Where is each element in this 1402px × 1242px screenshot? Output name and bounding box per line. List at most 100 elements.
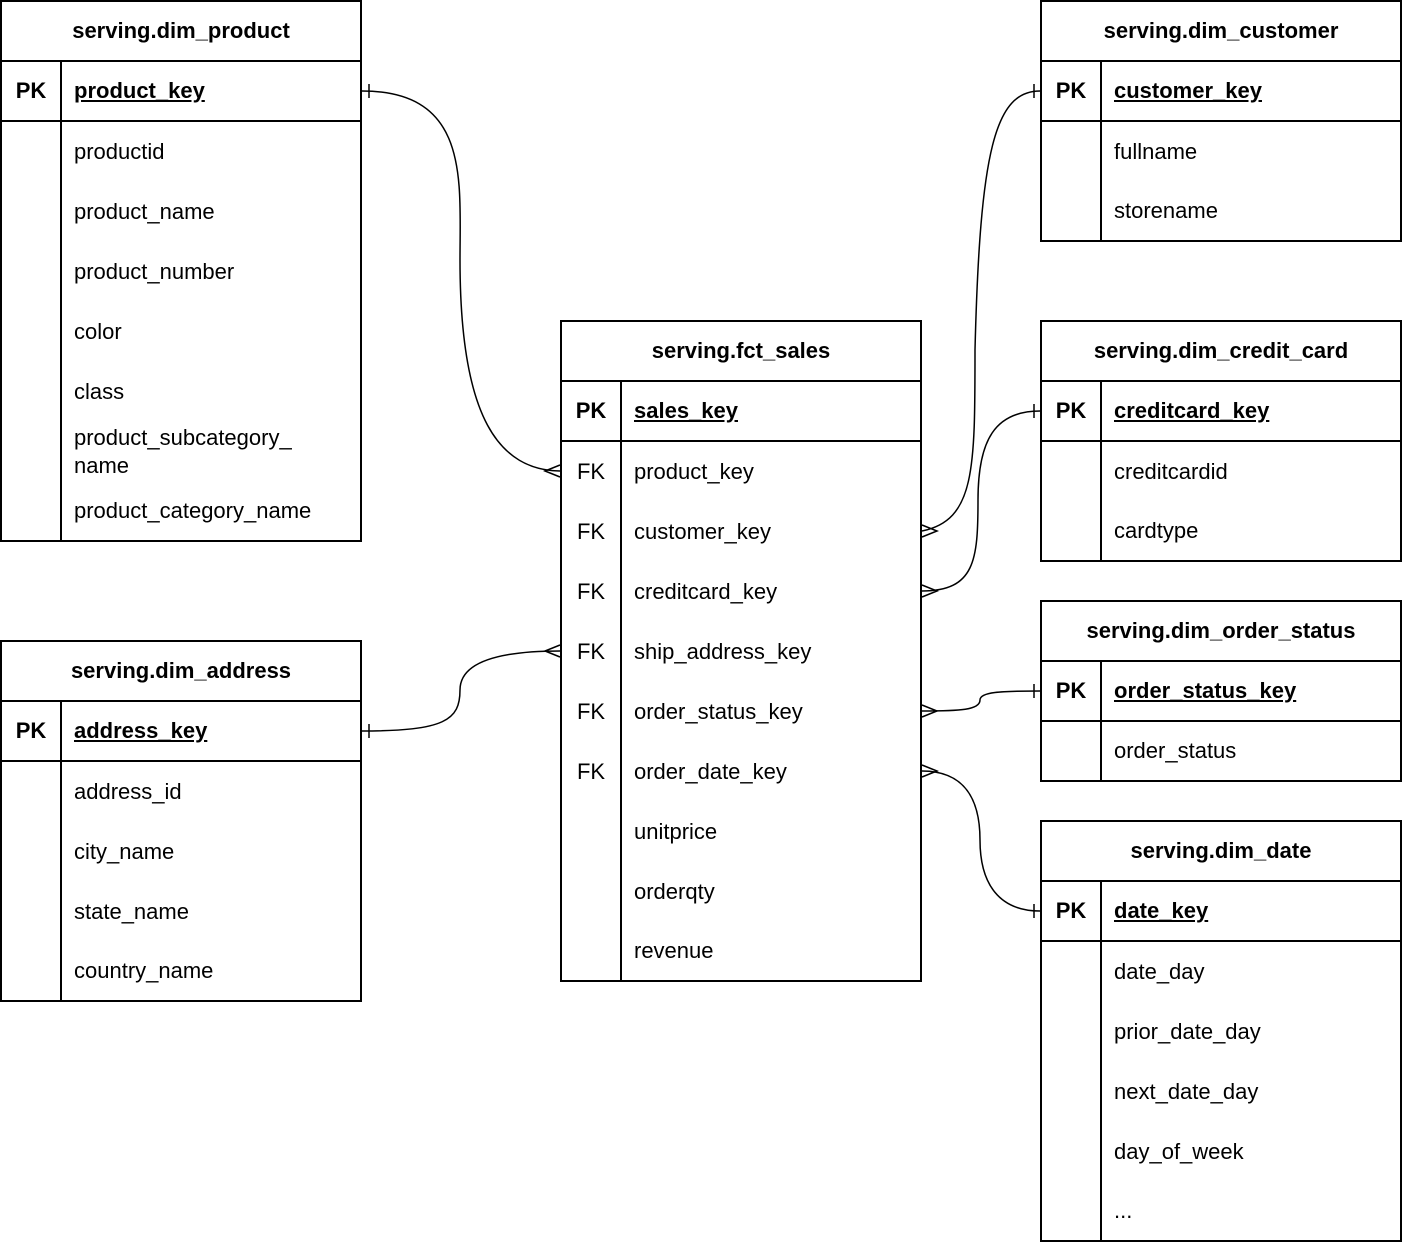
field-name: order_status: [1114, 738, 1237, 763]
field-name: class: [74, 379, 125, 404]
link-credit-card: [921, 410, 1041, 592]
field-name: country_name: [74, 958, 214, 983]
field-name: state_name: [74, 899, 189, 924]
table-title: serving.dim_address: [2, 642, 360, 702]
field-row[interactable]: orderqty: [562, 862, 920, 922]
field-row[interactable]: order_status: [1042, 722, 1400, 780]
field-name: product_key: [634, 459, 754, 484]
table-dim-customer[interactable]: serving.dim_customer PK customer_key ful…: [1040, 0, 1402, 242]
pk-badge: PK: [1055, 898, 1087, 923]
field-row[interactable]: product_subcategory_ name: [2, 422, 360, 482]
column-divider: [60, 702, 62, 1000]
primary-key-row[interactable]: PK address_key: [2, 702, 360, 762]
field-row[interactable]: FK order_status_key: [562, 682, 920, 742]
field-row[interactable]: prior_date_day: [1042, 1002, 1400, 1062]
field-row[interactable]: fullname: [1042, 122, 1400, 182]
column-divider: [1100, 882, 1102, 1240]
fk-badge: FK: [576, 579, 606, 604]
pk-badge: PK: [1055, 78, 1087, 103]
field-name: productid: [74, 139, 165, 164]
field-row[interactable]: revenue: [562, 922, 920, 980]
table-title: serving.dim_order_status: [1042, 602, 1400, 662]
field-name: ship_address_key: [634, 639, 812, 664]
column-divider: [60, 62, 62, 540]
pk-badge: PK: [1055, 398, 1087, 423]
field-name: order_status_key: [634, 699, 803, 724]
primary-key-row[interactable]: PK sales_key: [562, 382, 920, 442]
field-row[interactable]: creditcardid: [1042, 442, 1400, 502]
field-name: prior_date_day: [1114, 1019, 1261, 1044]
primary-key-row[interactable]: PK customer_key: [1042, 62, 1400, 122]
many-marker-credit-card: [921, 584, 940, 598]
field-name: product_subcategory_ name: [74, 425, 292, 478]
field-row[interactable]: state_name: [2, 882, 360, 942]
field-row[interactable]: next_date_day: [1042, 1062, 1400, 1122]
table-dim-order-status[interactable]: serving.dim_order_status PK order_status…: [1040, 600, 1402, 782]
field-row[interactable]: FK ship_address_key: [562, 622, 920, 682]
pk-field-name: product_key: [74, 78, 205, 103]
field-row[interactable]: product_number: [2, 242, 360, 302]
field-row[interactable]: FK creditcard_key: [562, 562, 920, 622]
pk-field-name: creditcard_key: [1114, 398, 1270, 423]
field-row[interactable]: product_category_name: [2, 482, 360, 540]
field-name: revenue: [634, 938, 714, 963]
field-name: next_date_day: [1114, 1079, 1259, 1104]
field-row[interactable]: address_id: [2, 762, 360, 822]
field-name: orderqty: [634, 879, 715, 904]
field-row[interactable]: cardtype: [1042, 502, 1400, 560]
fk-badge: FK: [576, 759, 606, 784]
field-row[interactable]: city_name: [2, 822, 360, 882]
field-name: cardtype: [1114, 518, 1199, 543]
primary-key-row[interactable]: PK date_key: [1042, 882, 1400, 942]
link-date: [921, 770, 1041, 912]
fk-badge: FK: [576, 639, 606, 664]
field-name: color: [74, 319, 122, 344]
primary-key-row[interactable]: PK product_key: [2, 62, 360, 122]
table-fct-sales[interactable]: serving.fct_sales PK sales_key FK product…: [560, 320, 922, 982]
field-name: product_category_name: [74, 498, 312, 523]
table-dim-credit-card[interactable]: serving.dim_credit_card PK creditcard_ke…: [1040, 320, 1402, 562]
field-name: city_name: [74, 839, 175, 864]
field-name: product_name: [74, 199, 215, 224]
table-dim-product[interactable]: serving.dim_product PK product_key produ…: [0, 0, 362, 542]
field-row[interactable]: productid: [2, 122, 360, 182]
field-row[interactable]: storename: [1042, 182, 1400, 240]
fk-badge: FK: [576, 519, 606, 544]
field-row[interactable]: day_of_week: [1042, 1122, 1400, 1182]
field-name: day_of_week: [1114, 1139, 1244, 1164]
many-marker-product: [542, 464, 561, 478]
field-row[interactable]: ...: [1042, 1182, 1400, 1240]
table-title: serving.dim_customer: [1042, 2, 1400, 62]
field-row[interactable]: color: [2, 302, 360, 362]
primary-key-row[interactable]: PK creditcard_key: [1042, 382, 1400, 442]
field-row[interactable]: country_name: [2, 942, 360, 1000]
field-name: ...: [1114, 1198, 1133, 1223]
field-row[interactable]: product_name: [2, 182, 360, 242]
many-marker-address: [542, 644, 561, 658]
field-row[interactable]: unitprice: [562, 802, 920, 862]
column-divider: [1100, 62, 1102, 240]
field-row[interactable]: date_day: [1042, 942, 1400, 1002]
primary-key-row[interactable]: PK order_status_key: [1042, 662, 1400, 722]
table-title: serving.fct_sales: [562, 322, 920, 382]
fk-badge: FK: [576, 459, 606, 484]
column-divider: [1100, 382, 1102, 560]
table-title: serving.dim_credit_card: [1042, 322, 1400, 382]
link-address: [361, 650, 561, 732]
table-dim-address[interactable]: serving.dim_address PK address_key addre…: [0, 640, 362, 1002]
many-marker-customer: [921, 524, 940, 538]
field-name: creditcard_key: [634, 579, 778, 604]
table-dim-date[interactable]: serving.dim_date PK date_key date_day pr…: [1040, 820, 1402, 1242]
field-row[interactable]: class: [2, 362, 360, 422]
link-customer: [921, 90, 1041, 532]
field-row[interactable]: FK product_key: [562, 442, 920, 502]
pk-field-name: sales_key: [634, 398, 738, 423]
field-name: unitprice: [634, 819, 718, 844]
pk-field-name: order_status_key: [1114, 678, 1297, 703]
table-title: serving.dim_date: [1042, 822, 1400, 882]
fk-badge: FK: [576, 699, 606, 724]
pk-field-name: date_key: [1114, 898, 1209, 923]
